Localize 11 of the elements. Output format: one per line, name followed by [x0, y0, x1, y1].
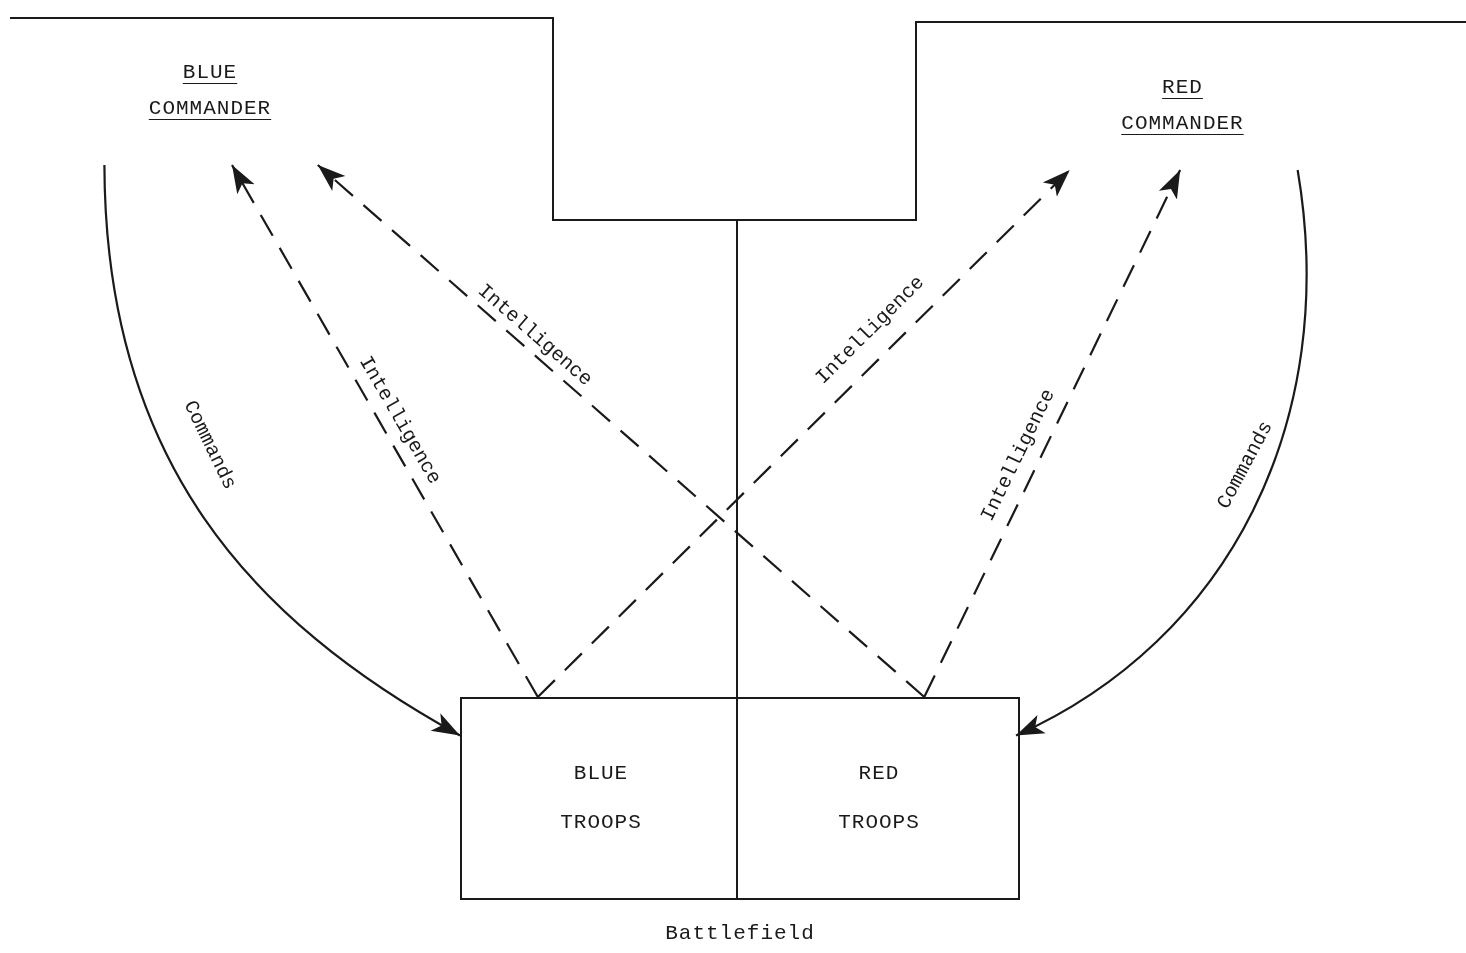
arrow: [317, 164, 925, 698]
arrow: [537, 169, 1071, 698]
arrow: [1015, 169, 1308, 737]
commander-label: BLUE COMMANDER: [147, 60, 273, 122]
commander-label: RED COMMANDER: [1120, 75, 1245, 137]
troops-label: BLUE TROOPS: [559, 761, 643, 836]
troops-label: RED TROOPS: [837, 761, 921, 836]
arrow: [923, 169, 1182, 698]
battlefield-label: Battlefield: [665, 922, 815, 945]
arrow: [103, 164, 461, 737]
arrow: [231, 164, 539, 698]
